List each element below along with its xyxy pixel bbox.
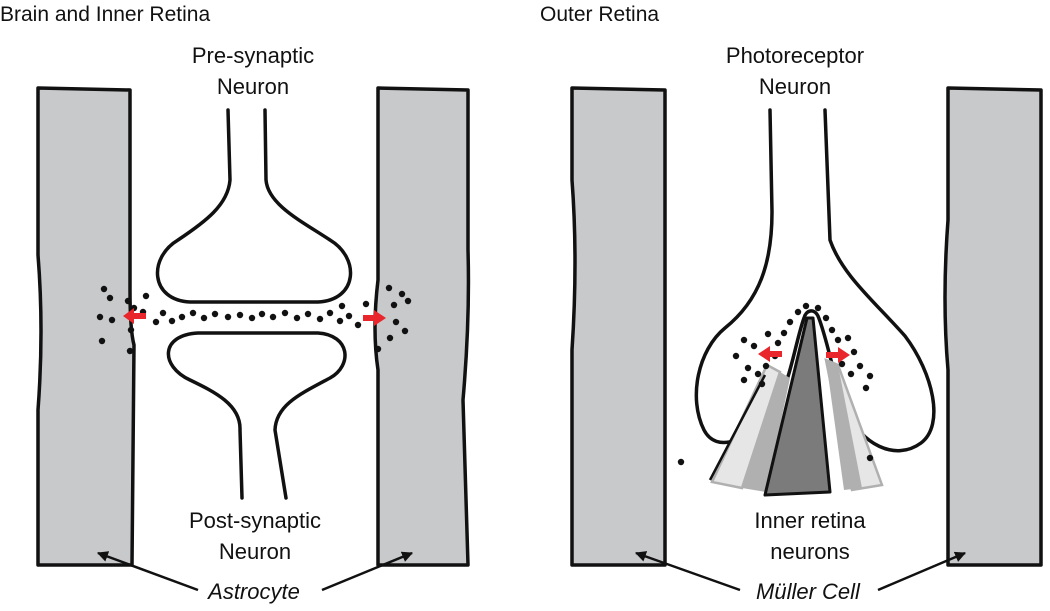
photoreceptor-label-line1: Photoreceptor — [726, 43, 864, 68]
astrocyte-pointer-left — [96, 551, 199, 592]
astrocyte-uptake-arrow-right — [363, 310, 386, 326]
post-synaptic-terminal — [166, 331, 347, 500]
astrocyte-uptake-arrow-left — [123, 308, 146, 324]
inner-retina-label-line2: neurons — [770, 539, 850, 564]
astrocyte-right — [373, 86, 471, 567]
muller-uptake-arrow-right — [826, 347, 850, 363]
left-neurotransmitter-dots — [96, 284, 412, 355]
right-neurotransmitter-dots — [677, 302, 874, 466]
left-uptake-arrows — [123, 308, 386, 326]
muller-cell-right — [943, 86, 1043, 567]
inner-neuron-dark-center — [763, 316, 832, 497]
right-uptake-arrows — [758, 346, 850, 363]
inner-retina-label-line1: Inner retina — [754, 508, 866, 533]
pre-synaptic-label-line2: Neuron — [217, 74, 289, 99]
photoreceptor-label-line2: Neuron — [759, 74, 831, 99]
muller-pointer-left — [634, 551, 741, 592]
astrocyte-left — [36, 86, 136, 567]
inner-neuron-edge-left — [708, 374, 767, 481]
right-panel: Outer Retina Photoreceptor Neuron Inner … — [540, 3, 1043, 604]
photoreceptor-terminal — [694, 108, 936, 453]
post-synaptic-label-line2: Neuron — [219, 539, 291, 564]
inner-neuron-mid-left — [742, 372, 790, 492]
muller-uptake-arrow-left — [758, 346, 782, 362]
left-panel: Brain and Inner Retina Pre-synaptic Neur… — [0, 3, 471, 604]
pre-synaptic-label-line1: Pre-synaptic — [192, 43, 314, 68]
post-synaptic-label-line1: Post-synaptic — [189, 508, 321, 533]
inner-neuron-mid-right — [826, 360, 862, 490]
pre-synaptic-terminal — [155, 108, 353, 304]
right-panel-title: Outer Retina — [540, 3, 659, 26]
astrocyte-label: Astrocyte — [206, 579, 300, 604]
muller-cell-label: Müller Cell — [756, 579, 861, 604]
left-panel-title: Brain and Inner Retina — [0, 3, 210, 26]
muller-pointer-right — [877, 551, 967, 592]
muller-cell-left — [570, 86, 667, 567]
astrocyte-pointer-right — [321, 551, 414, 592]
